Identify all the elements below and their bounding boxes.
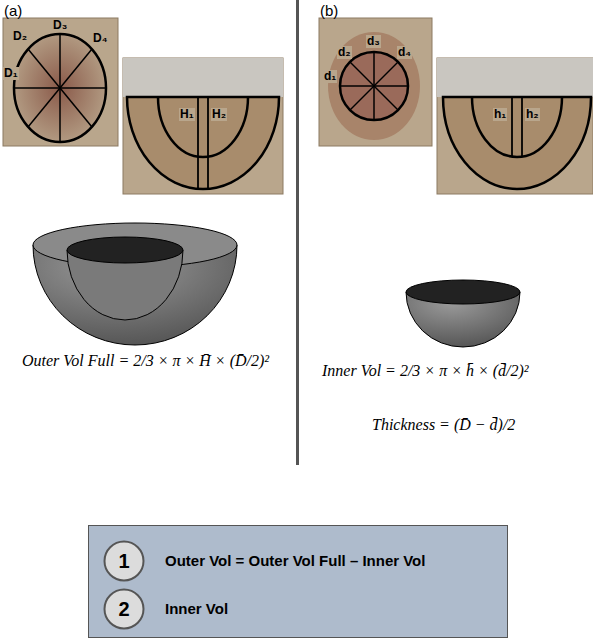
side-view-photo xyxy=(123,58,283,194)
dimension-label: H₂ xyxy=(211,108,227,121)
dimension-label: h₁ xyxy=(493,108,507,121)
dimension-label: d₁ xyxy=(323,70,337,83)
formula-text: Inner Vol xyxy=(165,600,228,617)
panel-letter: (a) xyxy=(4,2,22,19)
formula: Inner Vol = 2/3 × π × h̄ × (d̄/2)² xyxy=(322,362,529,380)
dimension-label: D₁ xyxy=(3,67,19,80)
outer-bowl xyxy=(33,223,237,345)
dimension-label: h₂ xyxy=(525,108,540,121)
callout-number: 2 xyxy=(103,588,145,630)
formula: Thickness = (D̄ − d̄)/2 xyxy=(372,416,515,434)
callout-digit: 2 xyxy=(118,598,129,621)
side-view-photo xyxy=(437,58,593,194)
dimension-label: d₃ xyxy=(366,35,381,48)
panel-letter: (b) xyxy=(320,2,338,19)
dimension-label: d₂ xyxy=(337,46,352,59)
top-view-photo xyxy=(3,18,118,146)
dimension-label: D₃ xyxy=(52,19,68,32)
inner-bowl xyxy=(406,280,520,347)
formula-text: Outer Vol = Outer Vol Full – Inner Vol xyxy=(165,552,425,569)
dimension-label: D₄ xyxy=(92,32,108,45)
dimension-label: D₂ xyxy=(12,30,28,43)
dimension-label: d₄ xyxy=(397,46,412,59)
summary-panel: Outer Vol = Outer Vol Full – Inner VolIn… xyxy=(88,525,508,638)
callout-digit: 1 xyxy=(118,550,129,573)
divider xyxy=(296,0,299,465)
top-view-photo xyxy=(319,18,432,146)
formula: Outer Vol Full = 2/3 × π × H̄ × (D̄/2)² xyxy=(22,352,269,370)
dimension-label: H₁ xyxy=(179,108,195,121)
callout-number: 1 xyxy=(103,540,145,582)
